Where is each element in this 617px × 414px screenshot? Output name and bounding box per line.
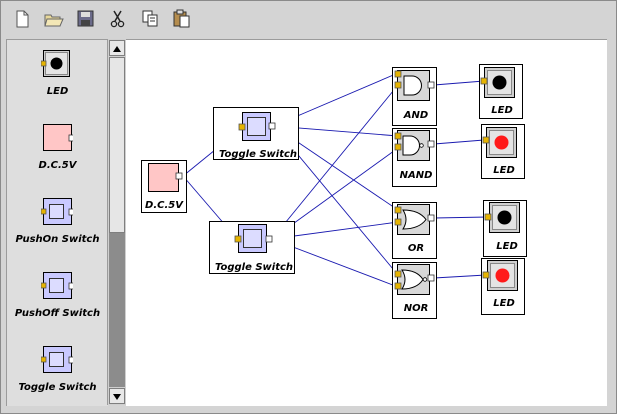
palette-item-led[interactable]: LED — [7, 48, 108, 122]
wire — [433, 274, 487, 279]
or-gate[interactable]: OR — [392, 202, 437, 259]
input-pin[interactable] — [394, 132, 402, 140]
component-label: NOR — [404, 303, 429, 314]
component-label: LED — [493, 165, 515, 176]
switch-icon — [41, 272, 73, 299]
nand-gate-icon — [402, 135, 420, 156]
palette-item-pushon-switch[interactable]: PushOn Switch — [7, 196, 108, 270]
input-pin[interactable] — [394, 218, 402, 226]
switch-icon — [41, 346, 73, 373]
dc-source-icon — [43, 124, 73, 151]
palette-item-label: D.C.5V — [38, 160, 77, 171]
window-edge — [607, 39, 616, 405]
component-label: LED — [491, 105, 513, 116]
component-label: Toggle Switch — [219, 149, 297, 160]
switch-icon — [41, 198, 73, 225]
palette-item-toggle-switch[interactable]: Toggle Switch — [7, 344, 108, 406]
new-icon — [16, 10, 29, 28]
palette-item-dc-source[interactable]: D.C.5V — [7, 122, 108, 196]
toolbar — [1, 1, 616, 38]
scrollbar-track[interactable] — [109, 233, 125, 387]
input-pin[interactable] — [394, 270, 402, 278]
input-pin[interactable] — [480, 77, 488, 85]
new-file-button[interactable] — [11, 9, 33, 29]
copy-button[interactable] — [139, 9, 161, 29]
input-pin[interactable] — [394, 206, 402, 214]
led-on-icon — [495, 268, 510, 283]
output-pin[interactable] — [427, 81, 435, 89]
circuit-diagram: D.C.5V Toggle Switch Toggle Switch — [141, 64, 527, 319]
save-file-button[interactable] — [75, 9, 97, 29]
copy-icon — [142, 10, 158, 27]
output-pin[interactable] — [427, 140, 435, 148]
or-gate-icon — [402, 209, 427, 230]
palette-item-label: LED — [46, 86, 69, 97]
output-pin[interactable] — [427, 274, 435, 282]
paste-button[interactable] — [171, 9, 193, 29]
led-off-icon — [497, 210, 512, 225]
dc-source[interactable]: D.C.5V — [141, 160, 187, 213]
palette-item-pushoff-switch[interactable]: PushOff Switch — [7, 270, 108, 344]
cut-icon — [110, 10, 125, 28]
led-3[interactable]: LED — [483, 200, 527, 257]
palette-item-label: PushOn Switch — [15, 234, 100, 245]
input-pin[interactable] — [394, 81, 402, 89]
toggle-switch-2[interactable]: Toggle Switch — [209, 221, 295, 274]
circuit-canvas[interactable]: D.C.5V Toggle Switch Toggle Switch — [126, 39, 607, 406]
input-pin[interactable] — [484, 213, 492, 221]
open-icon — [44, 14, 64, 27]
component-label: LED — [493, 298, 515, 309]
led-4[interactable]: LED — [481, 258, 525, 315]
and-gate-icon — [403, 75, 422, 96]
input-pin[interactable] — [394, 143, 402, 151]
output-pin[interactable] — [265, 235, 273, 243]
scroll-up-button[interactable] — [109, 40, 125, 56]
save-icon — [77, 10, 94, 27]
palette-item-label: Toggle Switch — [18, 382, 97, 393]
led-2[interactable]: LED — [481, 124, 525, 179]
arrow-up-icon — [113, 46, 121, 52]
wire — [433, 139, 485, 145]
and-gate[interactable]: AND — [392, 67, 437, 126]
component-label: Toggle Switch — [215, 262, 293, 273]
input-pin[interactable] — [394, 282, 402, 290]
input-pin[interactable] — [234, 235, 242, 243]
cut-button[interactable] — [107, 9, 129, 29]
wire — [433, 80, 485, 86]
wire — [433, 216, 489, 219]
led-off-icon — [492, 75, 507, 90]
component-label: OR — [408, 243, 424, 254]
scroll-down-button[interactable] — [109, 388, 125, 404]
input-pin[interactable] — [238, 123, 246, 131]
component-label: AND — [403, 110, 428, 121]
wire — [271, 84, 399, 240]
component-label: LED — [496, 241, 518, 252]
scrollbar-thumb[interactable] — [109, 57, 125, 233]
nor-gate[interactable]: NOR — [392, 262, 437, 319]
nand-gate[interactable]: NAND — [392, 128, 437, 187]
arrow-down-icon — [113, 394, 121, 400]
input-pin[interactable] — [482, 136, 490, 144]
toggle-switch-1[interactable]: Toggle Switch — [213, 107, 299, 161]
output-pin[interactable] — [268, 122, 276, 130]
palette-scrollbar[interactable] — [107, 39, 126, 405]
input-pin[interactable] — [482, 271, 490, 279]
output-pin[interactable] — [427, 214, 435, 222]
led-on-icon — [494, 135, 509, 150]
output-pin[interactable] — [175, 172, 183, 180]
component-label: NAND — [400, 170, 433, 181]
nor-gate-icon — [401, 269, 424, 290]
led-1[interactable]: LED — [479, 64, 523, 119]
palette-item-label: PushOff Switch — [14, 308, 101, 319]
component-label: D.C.5V — [145, 200, 184, 211]
input-pin[interactable] — [394, 70, 402, 78]
paste-icon — [173, 9, 190, 28]
open-file-button[interactable] — [43, 9, 65, 29]
led-off-icon — [41, 50, 70, 77]
component-palette: LED D.C.5V PushOn Switch — [6, 39, 108, 406]
